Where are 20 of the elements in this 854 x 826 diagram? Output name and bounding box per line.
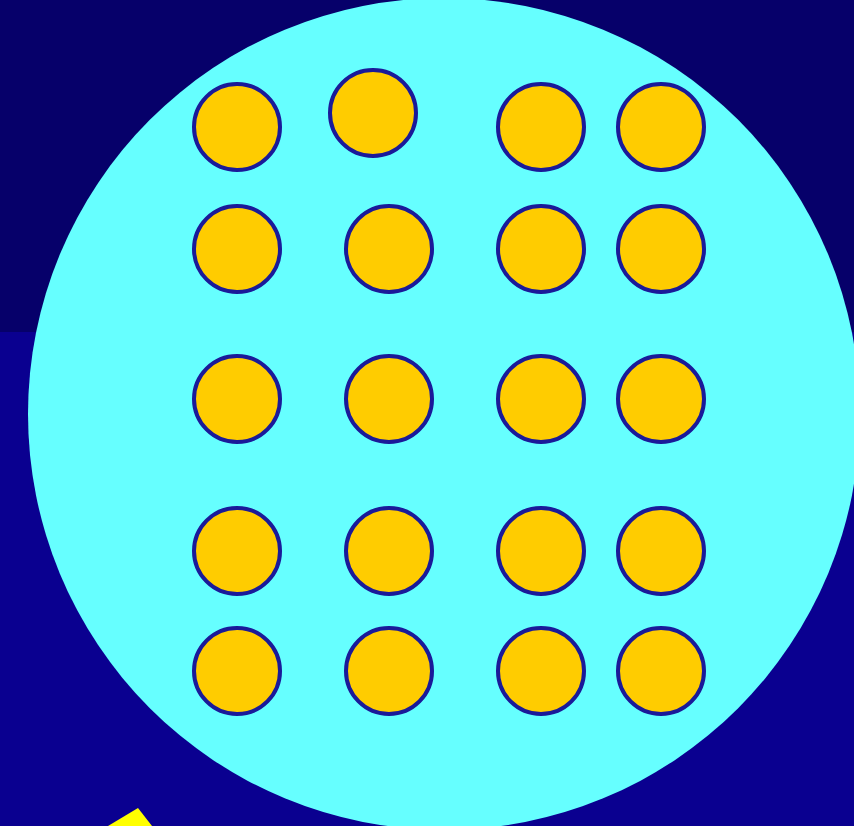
small-circle [191, 203, 281, 293]
small-circle [343, 203, 433, 293]
small-circle [615, 81, 705, 171]
small-circle [495, 203, 585, 293]
small-circle [615, 203, 705, 293]
small-circle [495, 505, 585, 595]
small-circle [495, 625, 585, 715]
small-circle [343, 505, 433, 595]
small-circle [615, 353, 705, 443]
small-circle [191, 625, 281, 715]
small-circle [495, 81, 585, 171]
small-circle [495, 353, 585, 443]
small-circle [191, 81, 281, 171]
small-circle [343, 625, 433, 715]
small-circle [191, 505, 281, 595]
small-circle [327, 67, 417, 157]
small-circle [191, 353, 281, 443]
small-circle [343, 353, 433, 443]
small-circle [615, 625, 705, 715]
small-circle [615, 505, 705, 595]
